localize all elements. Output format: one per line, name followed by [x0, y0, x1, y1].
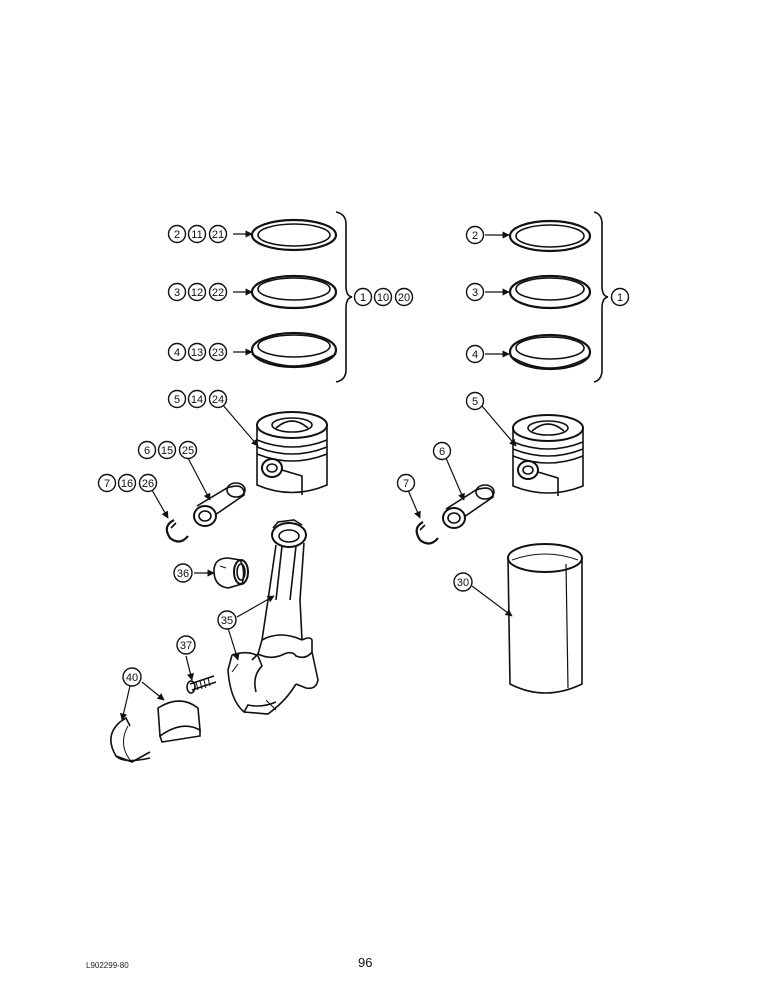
- piston-pin-right: [442, 484, 495, 529]
- leader-shell-lower: [119, 685, 131, 721]
- callout-ring-top-right: 2: [465, 225, 485, 245]
- callout-label: 4: [174, 347, 180, 359]
- callout-label: 4: [472, 349, 478, 361]
- callout-label: 35: [221, 615, 233, 627]
- callout-piston-right: 5: [465, 391, 485, 411]
- callout-ring-mid-left: 3 12 22: [167, 282, 228, 302]
- callout-retainer-right: 7: [396, 473, 416, 493]
- piston-ring-mid-right: [508, 274, 592, 310]
- callout-label: 6: [144, 445, 150, 457]
- piston-left: [256, 411, 328, 495]
- leader-retainer-right: [407, 489, 421, 519]
- leader-pin-left: [187, 457, 211, 501]
- callout-sleeve: 30: [453, 572, 473, 592]
- leader-shell-upper: [141, 681, 165, 701]
- piston-right: [512, 414, 584, 496]
- callout-label: 11: [191, 229, 202, 241]
- connecting-rod: [251, 519, 319, 690]
- piston-ring-mid-left: [250, 274, 338, 310]
- callout-label: 3: [472, 287, 478, 299]
- callout-label: 2: [472, 230, 478, 242]
- callout-label: 22: [212, 287, 224, 299]
- callout-ring-bot-left: 4 13 23: [167, 342, 228, 362]
- callout-label: 12: [191, 287, 203, 299]
- figure-code: L902299-80: [86, 961, 129, 970]
- piston-pin-left: [193, 482, 246, 527]
- callout-ring-bot-right: 4: [465, 344, 485, 364]
- callout-label: 14: [191, 394, 203, 406]
- leader-piston-left: [221, 403, 259, 447]
- leader-retainer-left: [151, 489, 169, 519]
- ring-set-bracket-right: [593, 211, 609, 383]
- leader-piston-right: [481, 405, 517, 447]
- piston-ring-top-left: [250, 218, 338, 252]
- leader-bolt: [185, 655, 194, 681]
- callout-rod: 35: [217, 610, 237, 630]
- pin-retainer-right: [415, 521, 439, 545]
- callout-label: 7: [104, 478, 110, 490]
- callout-pin-left: 6 15 25: [137, 440, 198, 460]
- callout-label: 2: [174, 229, 180, 241]
- callout-retainer-left: 7 16 26: [97, 473, 158, 493]
- callout-bearing-shells: 40: [122, 667, 142, 687]
- callout-label: 37: [180, 640, 192, 652]
- callout-label: 5: [174, 394, 180, 406]
- callout-ring-set-left: 1 10 20: [353, 287, 414, 307]
- callout-label: 6: [439, 446, 445, 458]
- piston-ring-bottom-right: [508, 333, 592, 371]
- rod-bushing: [213, 557, 249, 589]
- cylinder-sleeve: [507, 543, 583, 694]
- callout-pin-right: 6: [432, 441, 452, 461]
- callout-label: 10: [377, 292, 389, 304]
- pin-retainer-left: [165, 519, 189, 543]
- callout-label: 30: [457, 577, 469, 589]
- callout-bolt: 37: [176, 635, 196, 655]
- callout-label: 20: [398, 292, 410, 304]
- piston-ring-top-right: [508, 219, 592, 253]
- callout-label: 24: [212, 394, 224, 406]
- leader-cap: [227, 627, 240, 661]
- leader-rod: [236, 595, 275, 618]
- callout-label: 16: [121, 478, 133, 490]
- callout-label: 25: [182, 445, 194, 457]
- leader-sleeve: [471, 585, 513, 617]
- callout-ring-top-left: 2 11 21: [167, 224, 228, 244]
- callout-label: 5: [472, 396, 478, 408]
- leader-pin-right: [445, 457, 465, 501]
- page-number: 96: [358, 955, 373, 970]
- callout-label: 40: [126, 672, 138, 684]
- callout-label: 7: [403, 478, 409, 490]
- piston-ring-bottom-left: [250, 331, 338, 369]
- callout-ring-set-right: 1: [610, 287, 630, 307]
- callout-piston-left: 5 14 24: [167, 389, 228, 409]
- callout-label: 1: [360, 292, 366, 304]
- rod-bolt: [186, 675, 217, 694]
- callout-label: 23: [212, 347, 224, 359]
- callout-label: 21: [212, 229, 224, 241]
- callout-label: 3: [174, 287, 180, 299]
- ring-set-bracket-left: [335, 211, 353, 383]
- callout-label: 36: [177, 568, 189, 580]
- callout-label: 15: [161, 445, 173, 457]
- connecting-rod-cap: [227, 651, 297, 715]
- callout-bushing: 36: [173, 563, 193, 583]
- callout-ring-mid-right: 3: [465, 282, 485, 302]
- bearing-shell-lower: [110, 716, 151, 763]
- callout-label: 13: [191, 347, 203, 359]
- callout-label: 26: [142, 478, 154, 490]
- bearing-shell-upper: [157, 700, 201, 743]
- callout-label: 1: [617, 292, 623, 304]
